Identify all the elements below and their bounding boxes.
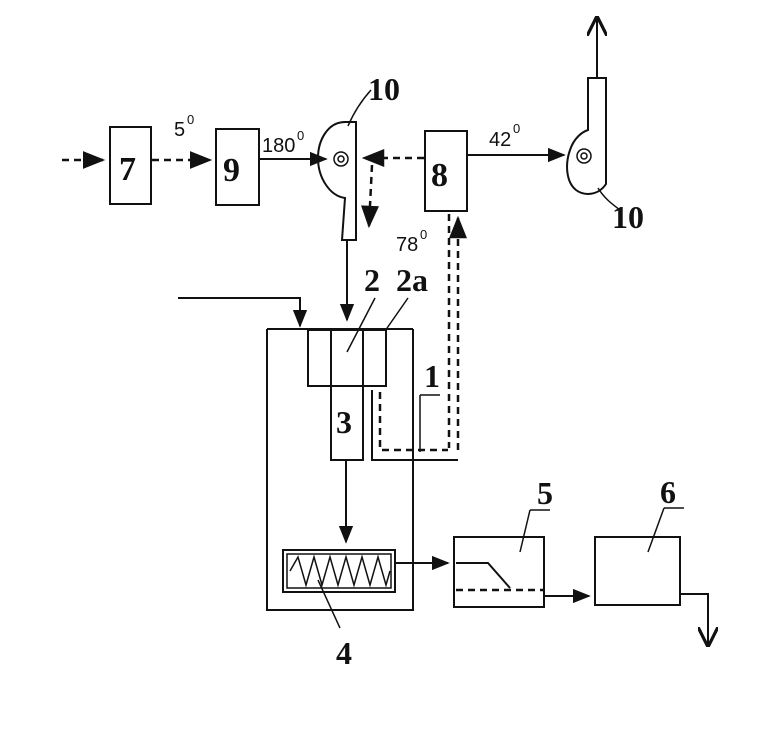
unit-7-box bbox=[109, 126, 152, 205]
unit-8-label: 8 bbox=[431, 157, 448, 194]
fan-10-top-leader bbox=[347, 89, 372, 127]
fan-10-right-icon bbox=[566, 77, 607, 195]
unit-3-label: 3 bbox=[336, 404, 352, 440]
unit-2-inner-box bbox=[330, 329, 364, 387]
fan-10-top-icon bbox=[316, 121, 357, 241]
unit-4-leader bbox=[317, 579, 341, 629]
unit-6-label: 6 bbox=[660, 474, 676, 510]
temp-label-78: 78 bbox=[396, 234, 418, 256]
temp-sup-42: 0 bbox=[513, 121, 520, 136]
unit-5-leader bbox=[519, 509, 531, 553]
temp-label-180: 180 bbox=[262, 135, 295, 157]
fan-10-right-label: 10 bbox=[612, 199, 644, 235]
fan-to-dryer-dashed-arrow bbox=[361, 164, 379, 229]
unit-4-label: 4 bbox=[336, 635, 352, 671]
unit-9-label: 9 bbox=[223, 152, 240, 189]
unit-6-leader bbox=[647, 507, 665, 553]
unit-2a-leader bbox=[384, 297, 409, 332]
temp-sup-5: 0 bbox=[187, 112, 194, 127]
unit-1-compartment-outline bbox=[371, 390, 458, 461]
fan-10-top-label: 10 bbox=[368, 71, 400, 107]
unit-7-label: 7 bbox=[119, 151, 136, 188]
temp-sup-78: 0 bbox=[420, 227, 427, 242]
unit-2-leader bbox=[346, 297, 376, 353]
temp-label-5: 5 bbox=[174, 119, 185, 141]
unit-2-label: 2 bbox=[364, 262, 380, 298]
unit-4-inner-box bbox=[286, 553, 392, 589]
product-outlet-arrow bbox=[680, 593, 708, 645]
unit-5-inner-path bbox=[456, 562, 511, 589]
unit-5-box bbox=[453, 536, 545, 608]
unit-4-zigzag bbox=[289, 554, 391, 588]
unit-6-box bbox=[594, 536, 681, 606]
fan-10-right-leader bbox=[597, 187, 621, 211]
temp-sup-180: 0 bbox=[297, 128, 304, 143]
unit-1-label: 1 bbox=[424, 358, 440, 394]
feed-inlet-arrow bbox=[178, 297, 308, 328]
unit-2a-label: 2a bbox=[396, 262, 428, 298]
unit-9-box bbox=[215, 128, 260, 206]
unit-5-label: 5 bbox=[537, 475, 553, 511]
unit-8-box bbox=[424, 130, 468, 212]
temp-label-42: 42 bbox=[489, 129, 511, 151]
